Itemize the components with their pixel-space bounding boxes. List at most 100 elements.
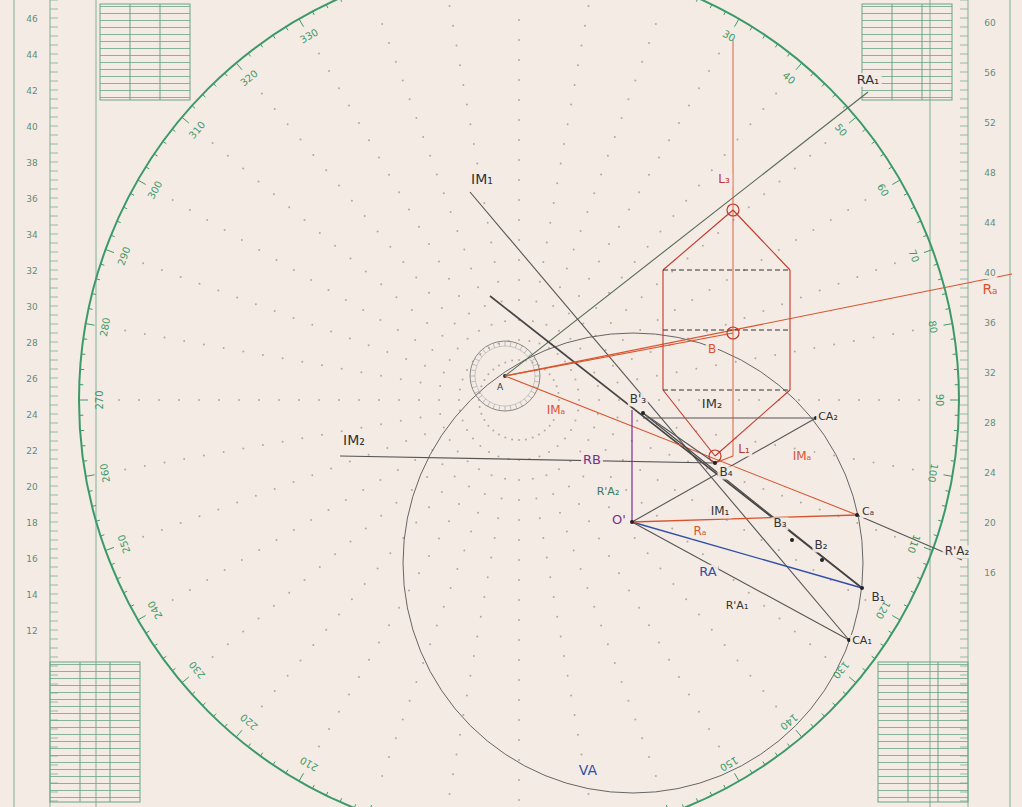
grid-dot: [779, 181, 781, 183]
ring-tick: [849, 117, 856, 123]
grid-dot: [368, 454, 370, 456]
scale-tick: [50, 342, 58, 343]
grid-dot: [560, 163, 562, 165]
grid-dot: [539, 343, 541, 345]
grid-dot: [557, 445, 559, 447]
grid-dot: [395, 296, 397, 298]
grid-dot: [754, 441, 756, 443]
ring-tick: [843, 692, 846, 695]
scale-tick: [50, 108, 58, 109]
grid-dot: [737, 139, 739, 141]
grid-dot: [330, 331, 332, 333]
rose-tick: [483, 349, 486, 353]
ring-tick: [822, 714, 825, 717]
scale-tick: [960, 603, 968, 604]
grid-dot: [639, 329, 641, 331]
scale-tick: [50, 216, 58, 217]
grid-dot: [546, 241, 548, 243]
scale-tick: [50, 153, 58, 154]
grid-dot: [161, 269, 163, 271]
scale-tick: [960, 279, 968, 280]
plot-label: R'A₂: [943, 545, 972, 558]
grid-dot: [341, 368, 343, 370]
grid-dot: [262, 354, 264, 356]
grid-dot: [532, 478, 534, 480]
grid-dot: [542, 537, 544, 539]
grid-dot: [621, 276, 623, 278]
scale-number: 32: [982, 369, 997, 379]
grid-dot: [338, 614, 340, 616]
grid-dot: [830, 219, 832, 221]
grid-dot: [349, 337, 351, 339]
grid-dot: [497, 517, 499, 519]
scale-tick: [960, 324, 968, 325]
grid-dot: [478, 468, 480, 470]
plot-label: R'A₁: [724, 600, 751, 612]
grid-dot: [873, 337, 875, 339]
grid-dot: [458, 399, 460, 401]
grid-dot: [698, 711, 700, 713]
scale-tick: [960, 369, 968, 370]
grid-dot: [287, 123, 289, 125]
ring-tick: [775, 44, 777, 47]
scale-tick: [960, 243, 968, 244]
grid-dot: [648, 756, 650, 758]
grid-dot: [634, 80, 636, 82]
grid-dot: [894, 536, 896, 538]
grid-dot: [273, 193, 275, 195]
grid-dot: [473, 143, 475, 145]
grid-dot: [847, 209, 849, 211]
grid-dot: [912, 330, 914, 332]
scale-number: 42: [24, 87, 39, 97]
grid-dot: [781, 303, 783, 305]
grid-dot: [586, 211, 588, 213]
grid-dot: [426, 476, 428, 478]
scale-tick: [50, 405, 58, 406]
grid-dot: [487, 373, 489, 375]
grid-dot: [518, 779, 520, 781]
grid-dot: [386, 447, 388, 449]
grid-dot: [180, 522, 182, 524]
scale-tick: [960, 90, 968, 91]
grid-dot: [402, 719, 404, 721]
scale-tick: [50, 468, 58, 469]
plot-label: IMₐ: [545, 404, 568, 417]
grid-dot: [398, 191, 400, 193]
grid-dot: [298, 399, 300, 401]
scale-tick: [960, 18, 968, 19]
grid-dot: [365, 270, 367, 272]
scale-tick: [50, 270, 58, 271]
scale-tick: [50, 315, 58, 316]
scale-tick: [50, 567, 58, 568]
scale-tick: [50, 63, 58, 64]
grid-dot: [593, 606, 595, 608]
grid-dot: [217, 508, 219, 510]
ring-tick: [106, 547, 115, 550]
grid-dot: [864, 199, 866, 201]
grid-dot: [241, 559, 243, 561]
grid-dot: [685, 598, 687, 600]
plot-label: IM₂: [341, 433, 367, 448]
scale-tick: [50, 540, 58, 541]
scale-tick: [50, 135, 58, 136]
grid-dot: [431, 349, 433, 351]
grid-dot: [539, 517, 541, 519]
ring-tick: [822, 84, 825, 87]
grid-dot: [588, 278, 590, 280]
scale-number: 60: [982, 19, 997, 29]
grid-dot: [774, 354, 776, 356]
grid-dot: [573, 249, 575, 251]
grid-dot: [311, 324, 313, 326]
scale-tick: [960, 297, 968, 298]
rose-tick: [505, 341, 506, 346]
grid-dot: [293, 481, 295, 483]
grid-dot: [480, 385, 482, 387]
scale-tick: [50, 144, 58, 145]
rose-tick: [535, 381, 540, 383]
grid-dot: [441, 335, 443, 337]
scale-number: 26: [24, 375, 39, 385]
grid-dot: [557, 392, 559, 394]
grid-dot: [441, 307, 443, 309]
plot-label: IM₁: [709, 505, 732, 518]
grid-dot: [338, 87, 340, 89]
